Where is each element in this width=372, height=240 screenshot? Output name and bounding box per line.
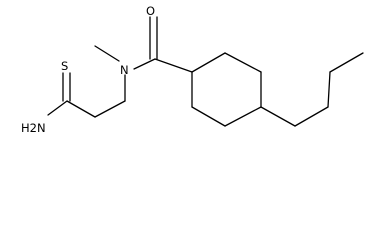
ch2-ch2-bond (94, 100, 126, 118)
n-methyl-bond (94, 45, 120, 62)
oxygen-label: O (146, 4, 155, 18)
butyl-bond-1 (260, 106, 296, 127)
thioamide-nh2-bond (47, 100, 68, 116)
butyl-bond-4 (329, 52, 364, 73)
nitrogen-label: N (120, 63, 129, 77)
butyl-bond-2 (294, 106, 329, 127)
ring-bond-1 (191, 52, 226, 73)
sulfur-label: S (61, 59, 68, 73)
butyl-bond-3 (327, 71, 331, 108)
skeletal-formula-diagram: O N S H2N (21, 4, 364, 135)
ring-bond-4 (224, 106, 262, 127)
amide-n-carbonyl-bond (133, 58, 156, 70)
amine-label: H2N (21, 121, 46, 135)
ring-bond-5 (191, 106, 226, 127)
ch2-thioamide-bond (66, 100, 96, 118)
carbonyl-ring-bond (154, 58, 193, 73)
ring-bond-2 (224, 52, 262, 73)
